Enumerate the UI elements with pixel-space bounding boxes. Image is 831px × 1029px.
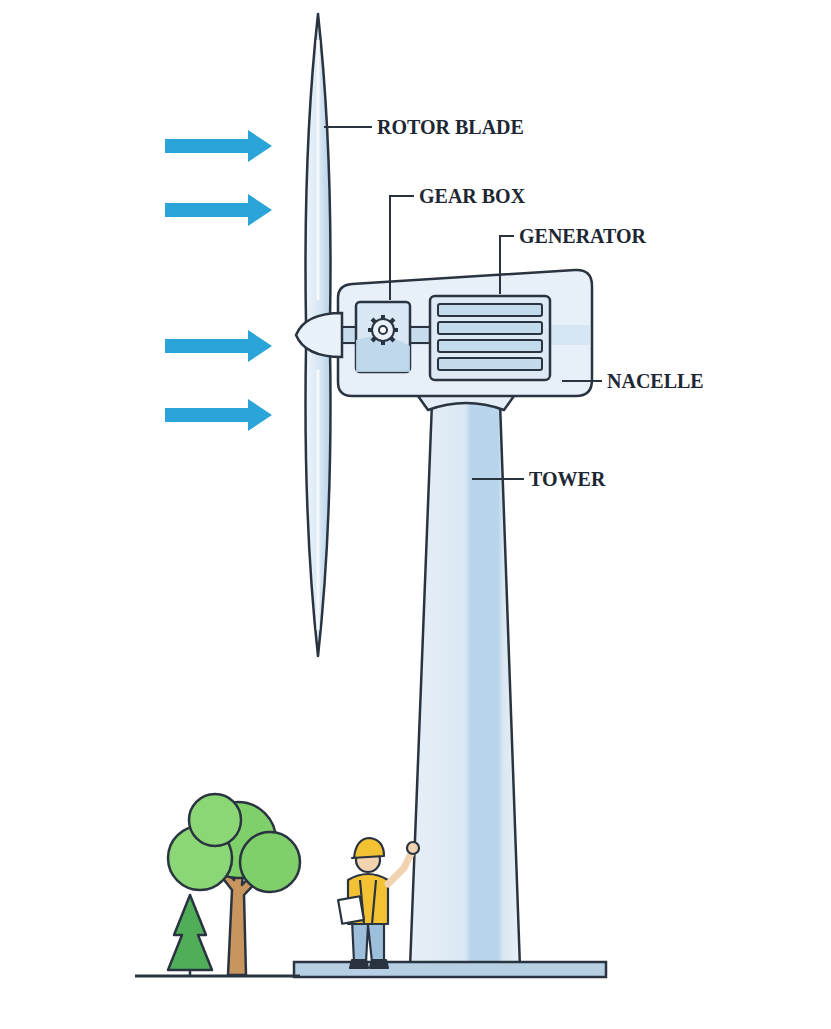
generator-winding	[438, 358, 542, 370]
part-label: ROTOR BLADE	[375, 116, 526, 138]
generator	[430, 296, 550, 380]
worker	[338, 838, 419, 968]
foundation	[294, 962, 606, 977]
part-label: GEAR BOX	[417, 185, 527, 207]
part-label: TOWER	[527, 468, 607, 490]
generator-winding	[438, 340, 542, 352]
gear-box	[356, 302, 410, 372]
generator-winding	[438, 322, 542, 334]
tower	[410, 383, 520, 968]
part-label: NACELLE	[605, 370, 706, 392]
part-label: GENERATOR	[517, 225, 648, 247]
rotor	[296, 14, 342, 656]
generator-winding	[438, 304, 542, 316]
nacelle	[338, 270, 592, 396]
ground-line	[135, 975, 300, 978]
trees	[168, 794, 300, 976]
wind-arrows	[165, 130, 272, 431]
leader-lines	[324, 127, 602, 479]
